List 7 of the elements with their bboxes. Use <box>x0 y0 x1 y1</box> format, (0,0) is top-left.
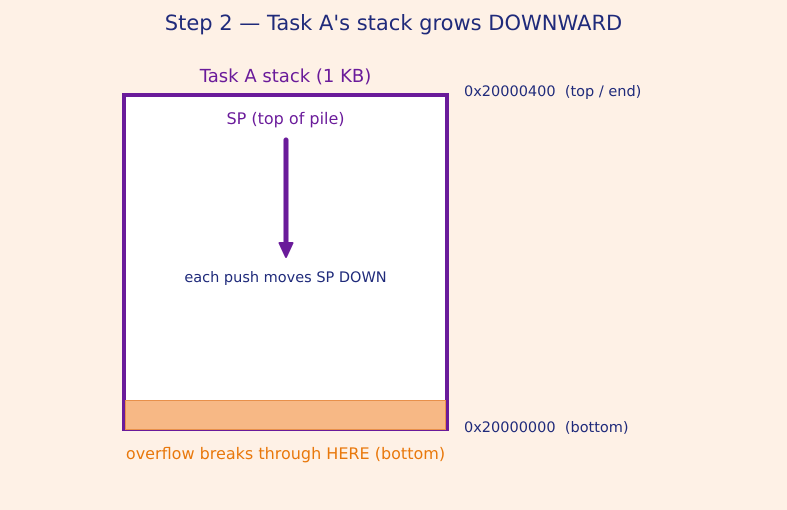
note-text: each push moves SP DOWN <box>184 270 387 286</box>
address-label: 0x20000000 (bottom) <box>464 420 629 436</box>
address-label: 0x20000400 (top / end) <box>464 84 642 100</box>
band-caption: overflow breaks through HERE (bottom) <box>126 444 446 463</box>
pointer-label: SP (top of pile) <box>226 109 345 128</box>
stack-heading: Task A stack (1 KB) <box>200 66 372 87</box>
diagram-title: Step 2 — Task A's stack grows DOWNWARD <box>164 11 622 35</box>
